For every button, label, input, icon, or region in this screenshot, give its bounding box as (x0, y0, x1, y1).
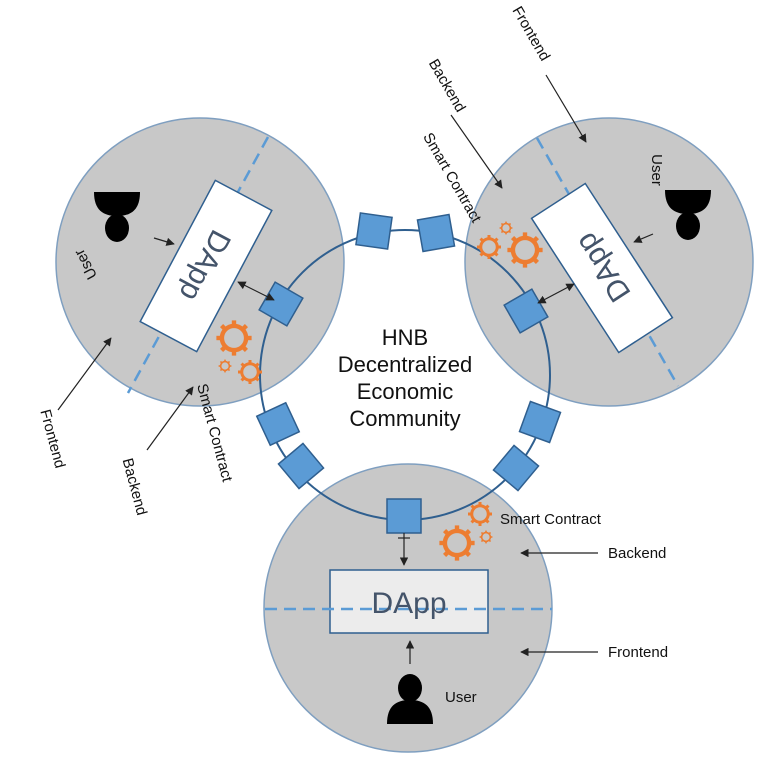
dapp-box (329, 569, 489, 634)
block-icon (277, 442, 325, 490)
title-line-3: Economic (357, 379, 454, 404)
block-icon (518, 400, 562, 444)
smart-contract-label: Smart Contract (500, 511, 602, 528)
dapp-label: DApp (371, 587, 446, 620)
frontend-label: Frontend (509, 3, 554, 64)
block-icon (416, 213, 456, 253)
title-line-2: Decentralized (338, 352, 473, 377)
block-icon (492, 444, 540, 492)
block-icon (386, 498, 422, 534)
title-line-4: Community (349, 406, 460, 431)
user-label: User (445, 689, 477, 706)
dapp-box (530, 182, 674, 354)
user-label: User (648, 154, 665, 186)
frontend-backend-divider (126, 136, 270, 394)
smart-contract-label: Smart Contract (419, 130, 485, 227)
frontend-label: Frontend (36, 408, 68, 470)
block-icon (255, 401, 301, 447)
backend-label: Backend (119, 456, 151, 517)
frontend-label: Frontend (608, 644, 668, 661)
block-icon (355, 212, 393, 250)
backend-label: Backend (425, 56, 469, 115)
center-title: HNB Decentralized Economic Community (338, 325, 473, 431)
node-bottom: DApp User Smart Contract Backend Fronten… (265, 500, 668, 724)
title-line-1: HNB (382, 325, 428, 350)
dapp-box (139, 179, 273, 353)
backend-label: Backend (608, 545, 666, 562)
